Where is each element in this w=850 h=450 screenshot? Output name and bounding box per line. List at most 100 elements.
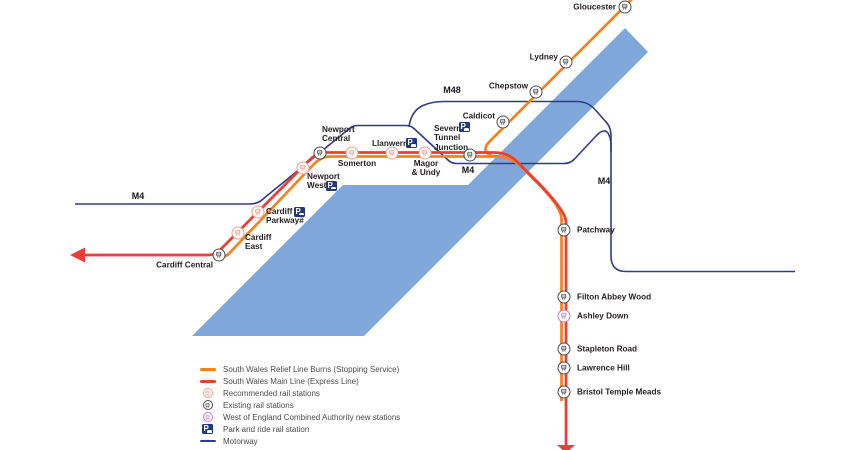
station-label-ashley-down: Ashley Down	[577, 311, 629, 321]
legend-label: South Wales Main Line (Express Line)	[223, 376, 359, 386]
legend: South Wales Relief Line Burns (Stopping …	[199, 363, 400, 450]
rail-station-glyph-icon	[389, 150, 395, 156]
legend-row-park-ride: P Park and ride rail station	[199, 423, 400, 435]
car-glyph	[207, 430, 212, 433]
station-label-newport-central: Newport Central	[322, 125, 355, 144]
station-label-magor-undy: Magor & Undy	[411, 159, 441, 178]
station-label-bristol-temple-meads: Bristol Temple Meads	[577, 387, 662, 397]
existing-station-icon	[202, 400, 213, 410]
road-label-m4-severn: M4	[461, 165, 475, 175]
rail-station-glyph-icon	[561, 294, 567, 300]
station-marker-caldicot	[496, 115, 510, 129]
rail-station-glyph-icon	[561, 313, 567, 319]
legend-row-existing-stations: Existing rail stations	[199, 399, 400, 411]
rail-station-glyph-icon	[255, 209, 261, 215]
rail-station-glyph-icon	[467, 152, 473, 158]
station-label-chepstow: Chepstow	[488, 81, 528, 91]
legend-label: Recommended rail stations	[223, 388, 320, 398]
station-marker-magor-undy	[418, 146, 432, 160]
legend-label: Existing rail stations	[223, 400, 294, 410]
motorway-m48-path	[408, 100, 612, 152]
rail-station-glyph-icon	[300, 165, 306, 171]
rail-station-glyph-icon	[317, 150, 323, 156]
park-ride-letter: P	[407, 138, 413, 147]
station-label-cardiff-central: Cardiff Central	[156, 260, 213, 270]
road-label-m4-east: M4	[597, 176, 611, 186]
station-label-severn-tunnel-junction: Severn Tunnel Junction	[434, 124, 469, 152]
rail-station-glyph-icon	[561, 389, 567, 395]
car-glyph	[464, 128, 469, 131]
legend-label: Park and ride rail station	[223, 424, 310, 434]
legend-label: West of England Combined Authority new s…	[223, 412, 401, 422]
car-glyph	[411, 144, 416, 147]
station-label-newport-west: Newport West	[307, 172, 340, 191]
park-ride-icon-llanwern: P	[406, 138, 417, 148]
station-label-filton-abbey-wood: Filton Abbey Wood	[577, 292, 652, 302]
station-marker-ashley-down	[557, 309, 571, 323]
legend-label: Motorway	[223, 436, 258, 446]
station-label-caldicot: Caldicot	[462, 111, 495, 121]
severn-estuary-water	[192, 28, 648, 336]
station-marker-stapleton-road	[557, 342, 571, 356]
rail-station-glyph-icon	[205, 414, 210, 420]
car-glyph	[331, 186, 336, 190]
station-marker-somerton	[345, 146, 359, 160]
station-marker-newport-central	[313, 146, 327, 160]
station-marker-patchway	[557, 223, 571, 237]
rail-station-glyph-icon	[563, 59, 569, 65]
station-label-lawrence-hill: Lawrence Hill	[577, 363, 630, 373]
rail-station-glyph-icon	[216, 252, 222, 258]
main-line-swatch	[199, 379, 216, 383]
park-ride-swatch: P	[199, 424, 216, 434]
legend-label: South Wales Relief Line Burns (Stopping …	[223, 364, 400, 374]
road-label-m48: M48	[443, 85, 461, 95]
station-marker-llanwern	[385, 146, 399, 160]
main-line-west-arrowhead	[70, 247, 85, 263]
main-line-south-arrowhead	[557, 445, 575, 450]
station-marker-cardiff-parkway	[251, 205, 265, 219]
park-ride-letter: P	[295, 206, 301, 216]
station-label-stapleton-road: Stapleton Road	[577, 344, 638, 354]
legend-row-weca-stations: West of England Combined Authority new s…	[199, 411, 400, 423]
relief-line-swatch	[199, 367, 216, 371]
recommended-station-swatch	[199, 388, 216, 398]
rail-station-glyph-icon	[561, 227, 567, 233]
weca-station-icon	[202, 412, 213, 422]
rail-station-glyph-icon	[533, 89, 539, 95]
park-ride-letter: P	[460, 122, 466, 131]
road-label-m4-west: M4	[131, 191, 145, 201]
park-ride-letter: P	[327, 180, 333, 190]
rail-station-glyph-icon	[235, 230, 241, 236]
station-marker-lawrence-hill	[557, 361, 571, 375]
station-label-patchway: Patchway	[577, 225, 615, 235]
station-marker-newport-west	[296, 161, 310, 175]
station-label-cardiff-parkway: Cardiff Parkway#	[266, 207, 304, 226]
recommended-station-icon	[202, 388, 213, 398]
park-ride-icon: P	[202, 424, 213, 434]
station-marker-chepstow	[529, 85, 543, 99]
station-marker-gloucester	[618, 0, 632, 14]
rail-station-glyph-icon	[561, 346, 567, 352]
motorway-swatch	[199, 439, 216, 443]
rail-station-glyph-icon	[422, 150, 428, 156]
legend-row-relief-line: South Wales Relief Line Burns (Stopping …	[199, 363, 400, 375]
station-label-cardiff-east: Cardiff East	[245, 233, 272, 252]
station-marker-bristol-temple-meads	[557, 385, 571, 399]
park-ride-icon-newport-west: P	[326, 180, 337, 191]
park-ride-icon-cardiff-parkway: P	[294, 206, 305, 217]
rail-station-glyph-icon	[349, 150, 355, 156]
existing-station-swatch	[199, 400, 216, 410]
station-marker-cardiff-central	[212, 248, 226, 262]
station-label-lydney: Lydney	[529, 52, 558, 62]
legend-row-motorway: Motorway	[199, 435, 400, 447]
car-glyph	[299, 212, 304, 216]
station-label-somerton: Somerton	[337, 159, 377, 168]
legend-row-recommended-stations: Recommended rail stations	[199, 387, 400, 399]
station-marker-filton-abbey-wood	[557, 290, 571, 304]
rail-station-glyph-icon	[561, 365, 567, 371]
rail-station-glyph-icon	[622, 4, 628, 10]
station-marker-cardiff-east	[231, 226, 245, 240]
weca-station-swatch	[199, 412, 216, 422]
